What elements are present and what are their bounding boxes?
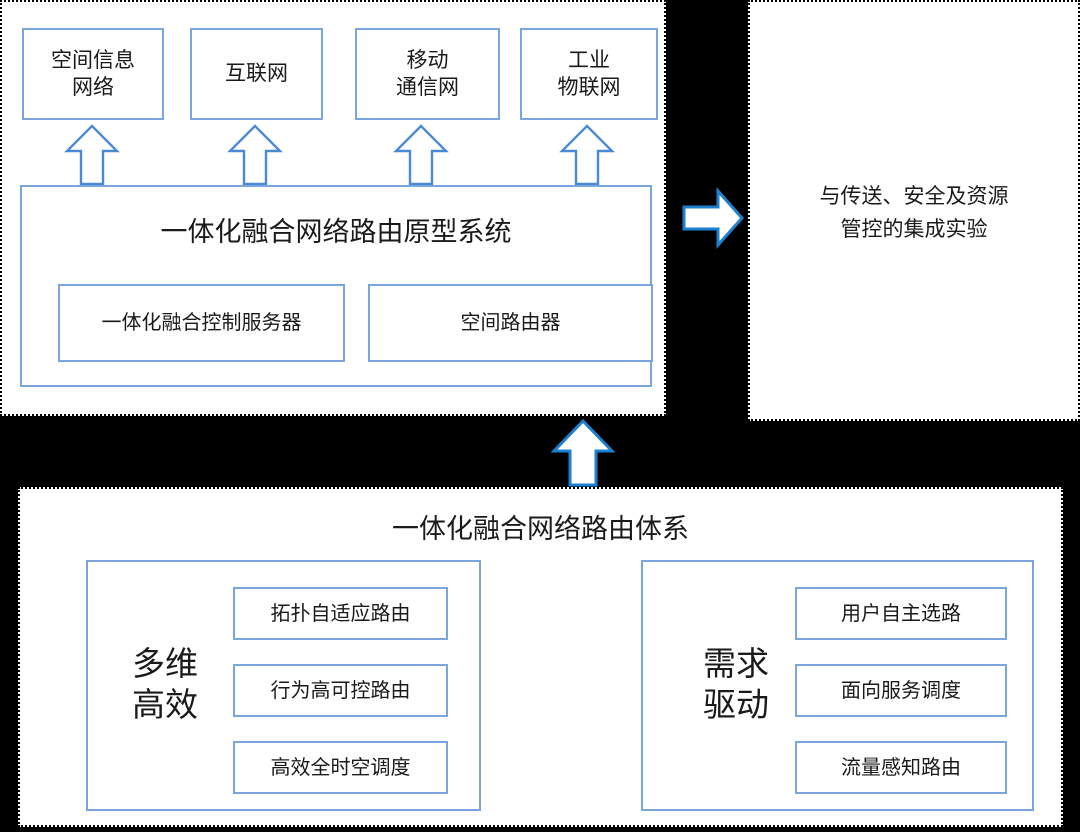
feature-label: 面向服务调度: [841, 679, 961, 702]
network-box-label: 移动 通信网: [396, 47, 459, 99]
prototype-system-panel: 空间信息 网络 互联网 移动 通信网 工业 物联网 一体化融合网络路由原型系统 …: [0, 0, 666, 416]
arrow-up-icon: [227, 124, 283, 186]
arrow-up-icon: [393, 124, 449, 186]
subsystem-label: 一体化融合控制服务器: [101, 312, 302, 334]
network-box-space-information[interactable]: 空间信息 网络: [22, 28, 164, 120]
feature-label: 拓扑自适应路由: [270, 602, 411, 625]
feature-label: 用户自主选路: [841, 602, 961, 625]
network-box-label: 互联网: [225, 61, 288, 86]
network-box-label: 空间信息 网络: [51, 47, 135, 99]
arrow-up-icon: [559, 124, 615, 186]
subsystem-label: 空间路由器: [460, 312, 561, 334]
feature-box[interactable]: 拓扑自适应路由: [233, 587, 448, 640]
network-box-label: 工业 物联网: [557, 47, 621, 99]
network-box-internet[interactable]: 互联网: [190, 28, 323, 120]
group-label-line-1: 需求: [703, 646, 769, 683]
network-box-industrial-iot[interactable]: 工业 物联网: [520, 28, 658, 120]
integration-text-line-2: 管控的集成实验: [840, 216, 988, 241]
feature-label: 高效全时空调度: [270, 756, 411, 779]
prototype-system-box[interactable]: 一体化融合网络路由原型系统 一体化融合控制服务器 空间路由器: [20, 185, 653, 387]
feature-box[interactable]: 流量感知路由: [795, 741, 1007, 794]
subsystem-box-control-server[interactable]: 一体化融合控制服务器: [58, 284, 345, 362]
integration-experiment-text: 与传送、安全及资源 管控的集成实验: [750, 180, 1078, 245]
network-box-mobile-communication[interactable]: 移动 通信网: [355, 28, 500, 120]
arrow-right-icon: [682, 187, 745, 249]
architecture-group-multidimensional-efficient[interactable]: 多维 高效 拓扑自适应路由 行为高可控路由 高效全时空调度: [86, 560, 481, 811]
feature-label: 行为高可控路由: [270, 679, 411, 702]
feature-box[interactable]: 行为高可控路由: [233, 664, 448, 717]
integration-text-line-1: 与传送、安全及资源: [819, 184, 1009, 208]
arrow-up-icon: [550, 418, 616, 487]
subsystem-box-space-router[interactable]: 空间路由器: [368, 284, 653, 362]
architecture-title: 一体化融合网络路由体系: [392, 514, 689, 544]
prototype-system-title: 一体化融合网络路由原型系统: [160, 217, 512, 247]
routing-architecture-panel: 一体化融合网络路由体系 多维 高效 拓扑自适应路由 行为高可控路由 高效全时空调…: [18, 487, 1063, 827]
feature-box[interactable]: 用户自主选路: [795, 587, 1007, 640]
group-label-line-2: 高效: [132, 687, 198, 724]
arrow-up-icon: [64, 124, 120, 186]
group-label-line-2: 驱动: [703, 687, 769, 724]
feature-box[interactable]: 高效全时空调度: [233, 741, 448, 794]
architecture-group-demand-driven[interactable]: 需求 驱动 用户自主选路 面向服务调度 流量感知路由: [641, 560, 1034, 811]
integration-experiment-panel: 与传送、安全及资源 管控的集成实验: [748, 0, 1080, 421]
architecture-group-label: 需求 驱动: [681, 644, 791, 727]
feature-box[interactable]: 面向服务调度: [795, 664, 1007, 717]
feature-label: 流量感知路由: [841, 756, 961, 779]
group-label-line-1: 多维: [132, 646, 198, 683]
architecture-group-label: 多维 高效: [110, 644, 220, 727]
